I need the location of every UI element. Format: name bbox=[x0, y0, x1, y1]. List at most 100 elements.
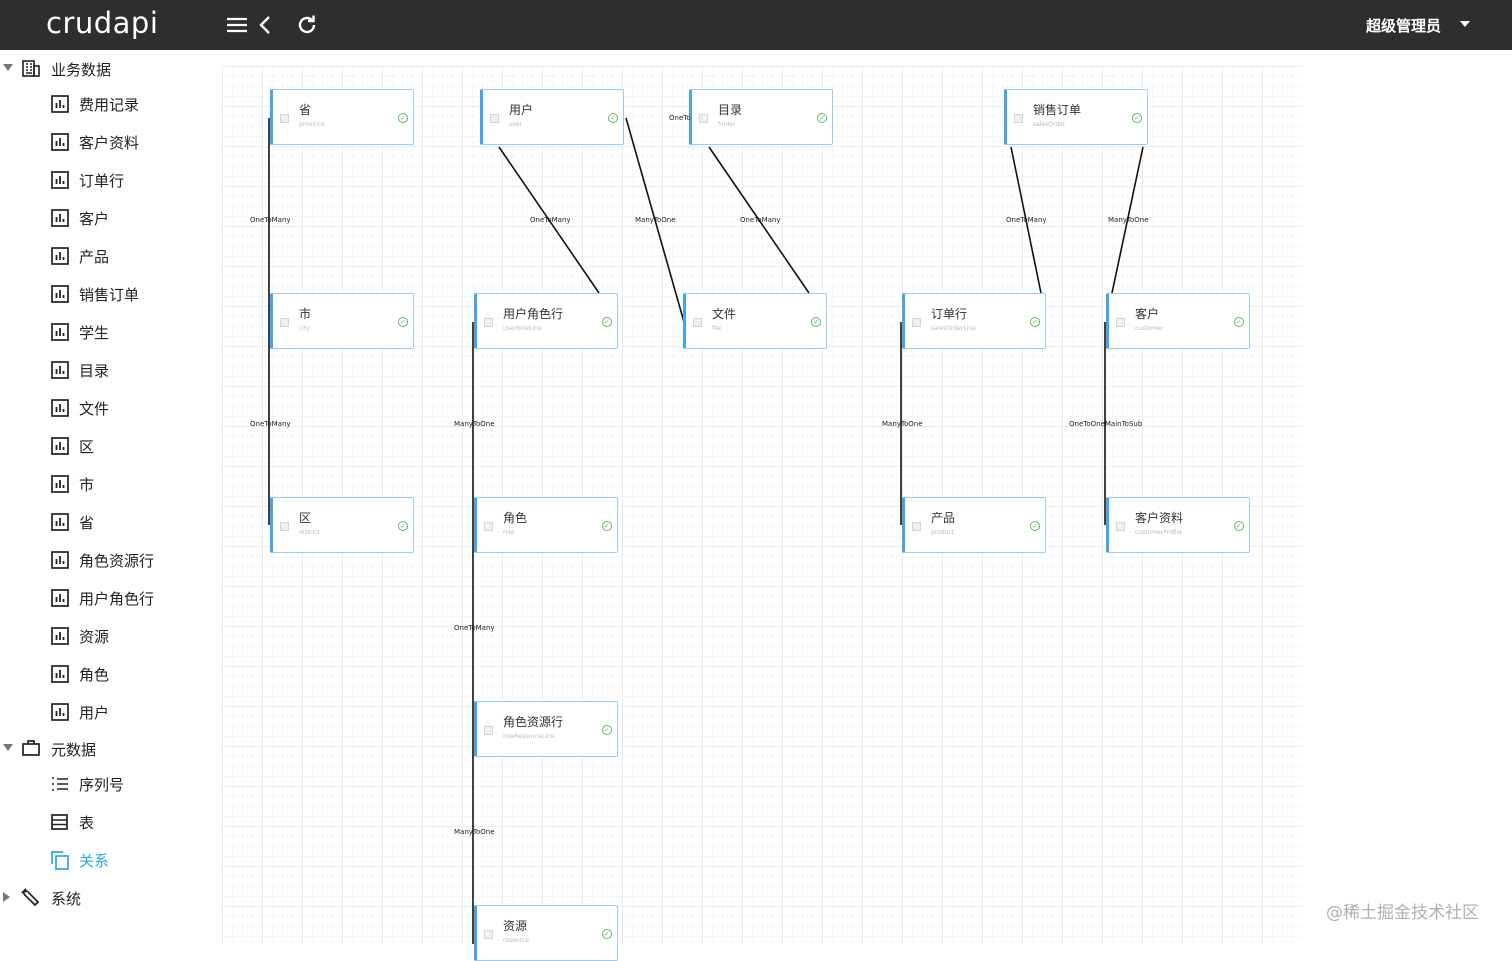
sidebar-item-business[interactable]: 市 bbox=[0, 469, 220, 499]
user-menu-button[interactable]: 超级管理员 bbox=[1366, 17, 1442, 35]
sidebar-group-meta[interactable]: 元数据 bbox=[0, 734, 220, 764]
expand-arrow-icon[interactable] bbox=[3, 744, 13, 751]
sidebar-item-label: 用户 bbox=[79, 704, 110, 722]
app-logo[interactable]: crudapi bbox=[46, 6, 159, 40]
bar-chart-icon bbox=[51, 323, 69, 341]
sidebar-item-business[interactable]: 订单行 bbox=[0, 165, 220, 195]
table-node-icon bbox=[912, 522, 921, 531]
check-icon: ✓ bbox=[1234, 317, 1244, 327]
table-node-icon bbox=[699, 114, 708, 123]
sidebar-item-sequence[interactable]: 序列号 bbox=[0, 769, 220, 799]
sidebar-item-business[interactable]: 费用记录 bbox=[0, 89, 220, 119]
sidebar-group-label: 元数据 bbox=[51, 741, 97, 759]
bar-chart-icon bbox=[51, 589, 69, 607]
table-node-name: customerProfile bbox=[1135, 529, 1182, 536]
sidebar-item-label: 客户 bbox=[79, 210, 110, 228]
sidebar-item-business[interactable]: 角色 bbox=[0, 659, 220, 689]
relation-edge[interactable] bbox=[1010, 146, 1042, 294]
table-node-title: 用户角色行 bbox=[503, 307, 564, 321]
caret-down-icon[interactable] bbox=[1460, 21, 1470, 27]
edge-label: OneToMany bbox=[1006, 216, 1047, 224]
edge-label: ManyToOne bbox=[882, 420, 923, 428]
table-node-title: 角色资源行 bbox=[503, 715, 564, 729]
sidebar-item-business[interactable]: 用户角色行 bbox=[0, 583, 220, 613]
relation-edge[interactable] bbox=[625, 117, 685, 323]
edge-label: OneToMany bbox=[454, 624, 495, 632]
sidebar: 业务数据 费用记录客户资料订单行客户产品销售订单学生目录文件区市省角色资源行用户… bbox=[0, 50, 220, 944]
bar-chart-icon bbox=[51, 133, 69, 151]
sidebar-item-table[interactable]: 表 bbox=[0, 807, 220, 837]
check-icon: ✓ bbox=[1132, 113, 1142, 123]
relation-edge[interactable] bbox=[708, 146, 810, 294]
briefcase-icon bbox=[22, 740, 40, 756]
table-node-icon bbox=[490, 114, 499, 123]
sidebar-item-label: 表 bbox=[79, 814, 95, 832]
sidebar-item-business[interactable]: 省 bbox=[0, 507, 220, 537]
check-icon: ✓ bbox=[608, 113, 618, 123]
edge-label: ManyToOne bbox=[454, 420, 495, 428]
sidebar-item-label: 产品 bbox=[79, 248, 110, 266]
table-node-name: salesOrderLine bbox=[931, 325, 976, 332]
check-icon: ✓ bbox=[602, 929, 612, 939]
table-node-name: salesOrder bbox=[1033, 121, 1066, 128]
sidebar-item-label: 订单行 bbox=[79, 172, 125, 190]
sidebar-item-business[interactable]: 学生 bbox=[0, 317, 220, 347]
expand-arrow-icon[interactable] bbox=[3, 64, 13, 71]
sidebar-item-relation[interactable]: 关系 bbox=[0, 845, 220, 875]
sidebar-group-system[interactable]: 系统 bbox=[0, 883, 220, 913]
bar-chart-icon bbox=[51, 95, 69, 113]
table-node-name: file bbox=[712, 325, 722, 332]
table-node-icon bbox=[912, 318, 921, 327]
table-node-icon bbox=[280, 522, 289, 531]
sidebar-item-business[interactable]: 用户 bbox=[0, 697, 220, 727]
sidebar-group-business[interactable]: 业务数据 bbox=[0, 54, 220, 84]
bar-chart-icon bbox=[51, 703, 69, 721]
sidebar-item-label: 费用记录 bbox=[79, 96, 140, 114]
back-icon[interactable] bbox=[253, 12, 279, 38]
collapse-arrow-icon[interactable] bbox=[3, 892, 10, 902]
edge-label: OneToMany bbox=[250, 216, 291, 224]
sidebar-item-label: 资源 bbox=[79, 628, 110, 646]
sidebar-item-business[interactable]: 资源 bbox=[0, 621, 220, 651]
table-node-name: province bbox=[299, 121, 325, 128]
refresh-icon[interactable] bbox=[294, 12, 320, 38]
table-node-title: 目录 bbox=[718, 103, 743, 117]
sidebar-item-business[interactable]: 目录 bbox=[0, 355, 220, 385]
table-node-name: folder bbox=[718, 121, 736, 128]
sidebar-item-business[interactable]: 角色资源行 bbox=[0, 545, 220, 575]
table-node-title: 资源 bbox=[503, 919, 528, 933]
check-icon: ✓ bbox=[811, 317, 821, 327]
table-node-name: role bbox=[503, 529, 515, 536]
sidebar-item-business[interactable]: 客户资料 bbox=[0, 127, 220, 157]
table-node-icon bbox=[484, 726, 493, 735]
sidebar-item-business[interactable]: 区 bbox=[0, 431, 220, 461]
menu-icon[interactable] bbox=[224, 12, 250, 38]
check-icon: ✓ bbox=[398, 521, 408, 531]
wrench-icon bbox=[21, 888, 40, 907]
sidebar-item-business[interactable]: 销售订单 bbox=[0, 279, 220, 309]
bar-chart-icon bbox=[51, 627, 69, 645]
relation-edge[interactable] bbox=[1111, 146, 1144, 294]
sidebar-item-business[interactable]: 客户 bbox=[0, 203, 220, 233]
table-node-title: 市 bbox=[299, 307, 312, 321]
table-node-name: user bbox=[509, 121, 523, 128]
relation-edge[interactable] bbox=[498, 146, 600, 294]
sidebar-item-business[interactable]: 文件 bbox=[0, 393, 220, 423]
sidebar-item-business[interactable]: 产品 bbox=[0, 241, 220, 271]
watermark: @稀土掘金技术社区 bbox=[1326, 903, 1479, 923]
